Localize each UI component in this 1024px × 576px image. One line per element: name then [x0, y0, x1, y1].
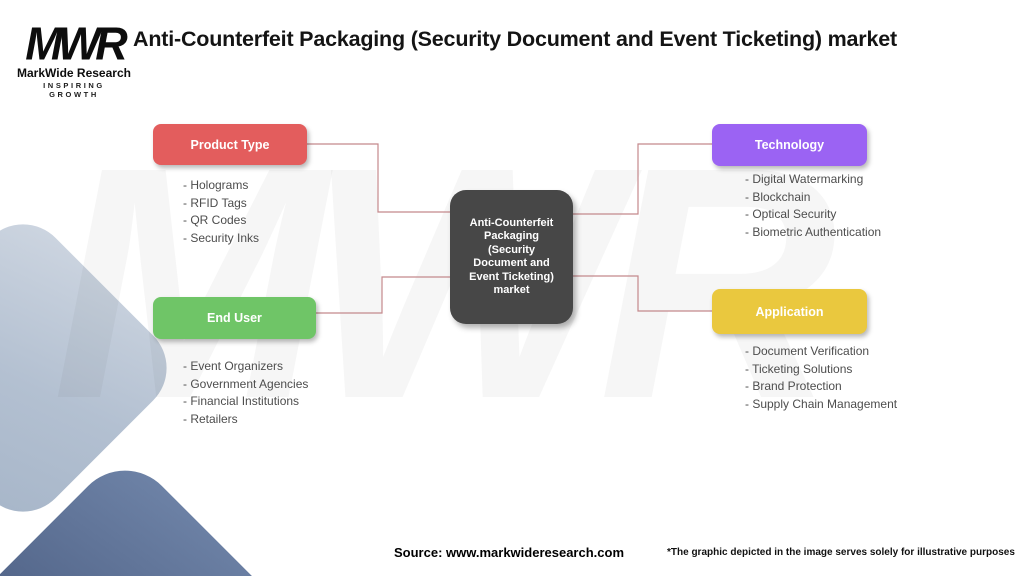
list-item: - QR Codes [183, 213, 247, 228]
list-item: - Government Agencies [183, 376, 309, 391]
list-item: - Biometric Authentication [745, 224, 882, 239]
list-item: - Holograms [183, 178, 249, 192]
list-end-user: - Event Organizers - Government Agencies… [183, 358, 308, 428]
list-product-type: - Holograms - RFID Tags - QR Codes - Sec… [183, 177, 259, 247]
list-item: - Retailers [183, 411, 238, 426]
connector-technology [571, 143, 713, 215]
list-item: - Financial Institutions [183, 394, 300, 409]
brand-logo: MWR MarkWide Research INSPIRING GROWTH [16, 16, 132, 99]
node-product-type: Product Type [153, 124, 307, 165]
node-end-user: End User [153, 297, 316, 339]
node-application: Application [712, 289, 867, 334]
node-technology: Technology [712, 124, 867, 166]
connector-application [571, 275, 713, 312]
diagram-center-node: Anti-Counterfeit Packaging (Security Doc… [450, 190, 573, 324]
brand-tagline: INSPIRING GROWTH [43, 81, 105, 99]
source-text: Source: www.markwideresearch.com [394, 545, 625, 560]
list-item: - Blockchain [745, 189, 811, 204]
connector-end-user [316, 276, 452, 314]
brand-name: MarkWide Research [17, 66, 131, 80]
list-item: - Security Inks [183, 230, 260, 245]
disclaimer-text: *The graphic depicted in the image serve… [667, 547, 1015, 558]
page-title: Anti-Counterfeit Packaging (Security Doc… [133, 27, 897, 51]
brand-monogram: MWR [25, 16, 127, 71]
list-item: - Brand Protection [745, 379, 842, 394]
list-item: - RFID Tags [183, 195, 247, 210]
list-item: - Optical Security [745, 207, 837, 222]
list-item: - Digital Watermarking [745, 172, 864, 186]
list-item: - Document Verification [745, 344, 870, 358]
connector-product-type [307, 143, 452, 213]
list-item: - Ticketing Solutions [745, 361, 853, 376]
list-technology: - Digital Watermarking - Blockchain - Op… [745, 171, 881, 241]
list-application: - Document Verification - Ticketing Solu… [745, 343, 897, 413]
list-item: - Supply Chain Management [745, 396, 898, 411]
list-item: - Event Organizers [183, 359, 284, 373]
